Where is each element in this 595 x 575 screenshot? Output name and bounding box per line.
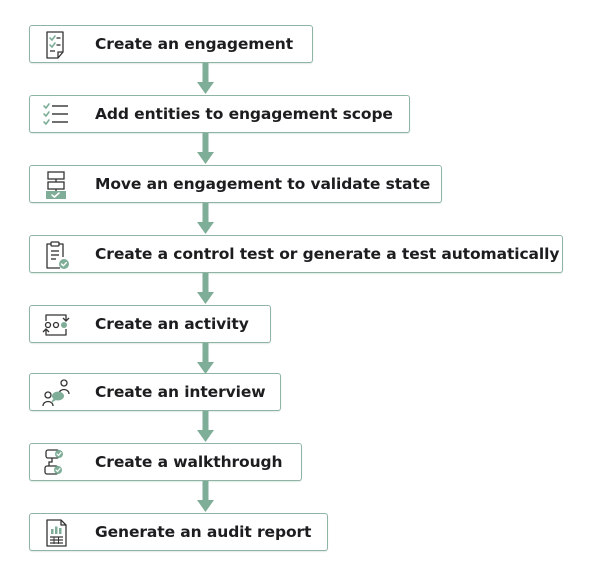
checklist-icon [41,100,71,130]
step-create-engagement: Create an engagement [29,25,313,63]
arrow-down-icon [197,273,214,305]
step-label: Move an engagement to validate state [95,175,431,193]
arrow-down-icon [197,203,214,235]
step-generate-audit-report: Generate an audit report [29,513,328,551]
arrow-down-icon [197,481,214,513]
checklist-document-icon [41,30,71,60]
step-move-engagement: Move an engagement to validate state [29,165,442,203]
step-label: Create an activity [95,315,249,333]
step-label: Add entities to engagement scope [95,105,393,123]
arrow-down-icon [197,133,214,165]
step-create-activity: Create an activity [29,305,271,343]
step-add-entities: Add entities to engagement scope [29,95,410,133]
clipboard-check-icon [41,240,71,270]
report-chart-icon [41,518,71,548]
workflow-state-icon [41,170,71,200]
step-create-interview: Create an interview [29,373,281,411]
arrow-down-icon [197,343,214,375]
step-label: Generate an audit report [95,523,312,541]
step-label: Create an interview [95,383,266,401]
step-label: Create a walkthrough [95,453,283,471]
step-create-control-test: Create a control test or generate a test… [29,235,563,273]
step-label: Create an engagement [95,35,294,53]
arrow-down-icon [197,63,214,95]
walkthrough-steps-icon [41,448,71,478]
activity-cycle-icon [41,310,71,340]
interview-people-icon [41,378,71,408]
step-create-walkthrough: Create a walkthrough [29,443,302,481]
step-label: Create a control test or generate a test… [95,245,560,263]
arrow-down-icon [197,411,214,443]
